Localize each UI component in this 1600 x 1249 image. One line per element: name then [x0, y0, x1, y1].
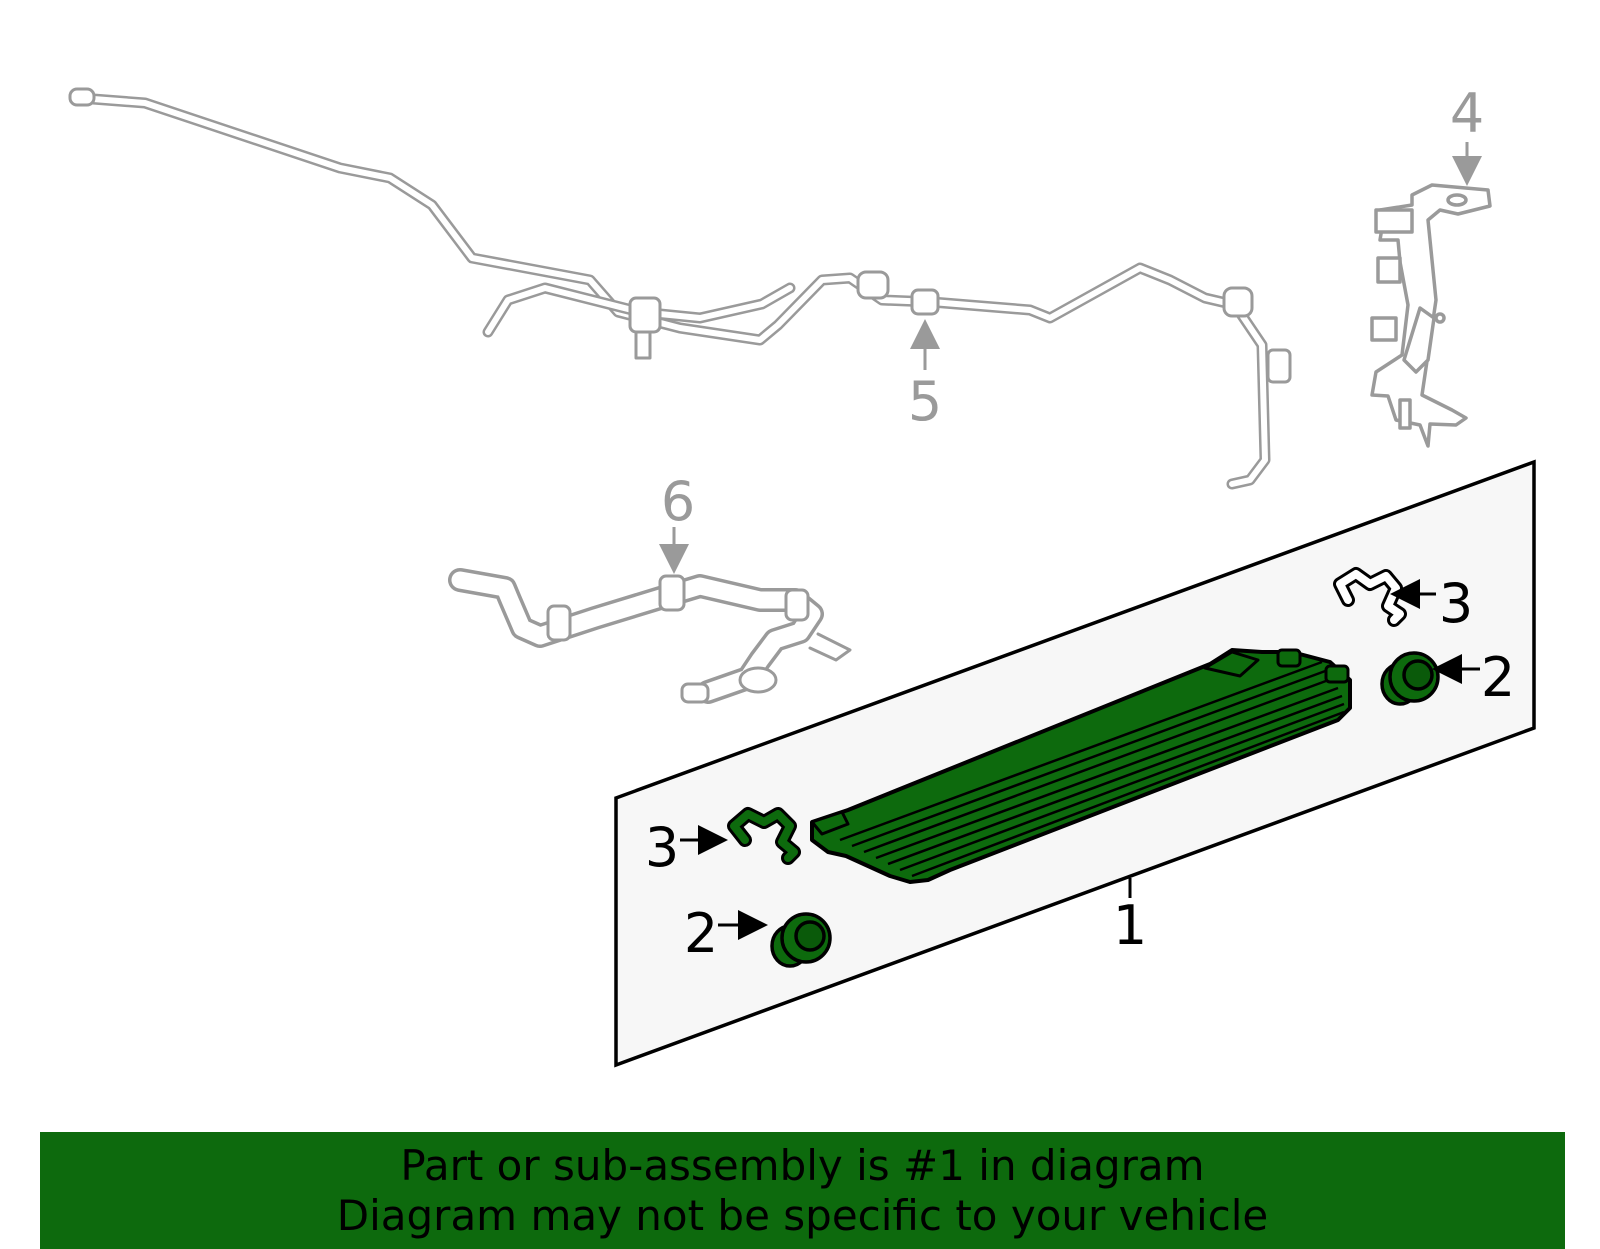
callout-3-right: 3	[1439, 572, 1473, 635]
footer-line-1: Part or sub-assembly is #1 in diagram	[400, 1140, 1205, 1190]
bracket-4	[1370, 183, 1492, 448]
callout-3-left: 3	[645, 816, 679, 879]
hose-6	[448, 568, 852, 704]
clip-3-right	[1333, 567, 1407, 627]
callout-5: 5	[908, 370, 942, 433]
footer-banner: Part or sub-assembly is #1 in diagram Di…	[40, 1132, 1565, 1249]
grommet-2-left	[770, 912, 832, 968]
clip-3-left	[727, 807, 801, 865]
callout-2-right: 2	[1481, 646, 1515, 709]
cooler-line-5	[68, 87, 1292, 490]
callout-1: 1	[1113, 894, 1147, 957]
callout-2-left: 2	[684, 902, 718, 965]
footer-line-2: Diagram may not be specific to your vehi…	[336, 1190, 1269, 1240]
callout-4: 4	[1450, 82, 1484, 145]
callout-6: 6	[661, 470, 695, 533]
leader-arrows	[659, 142, 1482, 940]
oil-cooler-1	[810, 648, 1352, 884]
